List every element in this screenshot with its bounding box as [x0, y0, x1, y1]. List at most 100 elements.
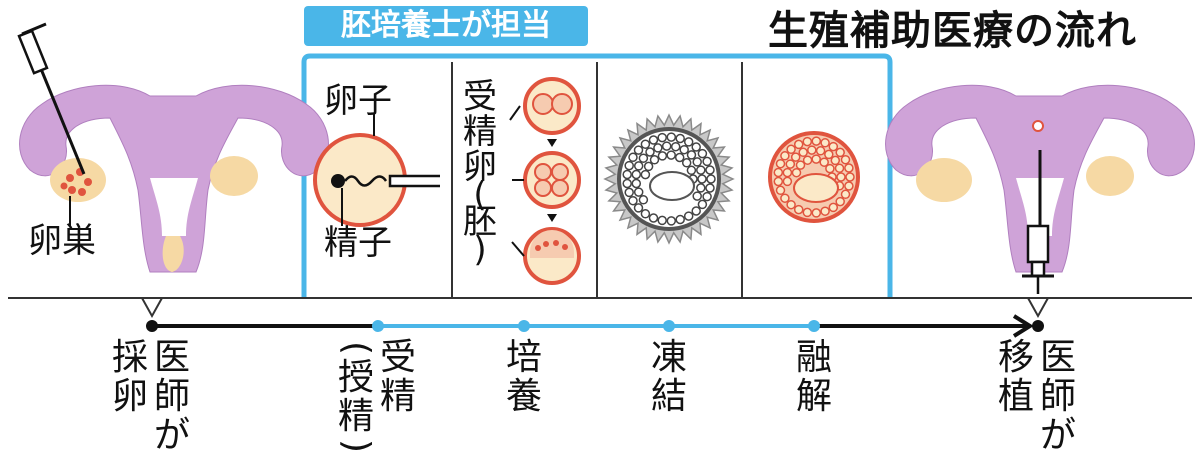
embryo-cell: [834, 163, 845, 173]
fertilized-egg-char: 精: [463, 112, 497, 152]
embryologist-badge: 胚培養士が担当: [304, 6, 588, 46]
step-label-top: 融解: [795, 337, 832, 417]
embryo-cell: [640, 169, 651, 180]
step-dot: [518, 320, 530, 332]
embryo-cell: [696, 165, 706, 175]
embryo-cell: [705, 183, 715, 193]
fertilized-egg-label: 受 精 卵 ( 胚 ): [460, 80, 500, 268]
embryo-cell: [705, 165, 715, 175]
embryo-cell: [811, 136, 822, 146]
step-label-bottom: (授精): [336, 340, 377, 454]
embryo-cell: [836, 172, 846, 182]
embryo-cell: [675, 214, 685, 225]
embryo-cell: [648, 213, 659, 223]
thawed-embryo-illustration: [768, 131, 860, 223]
embryo-cell: [633, 187, 644, 197]
embryo-cell: [773, 176, 784, 187]
embryo-cell: [840, 154, 851, 165]
embryo-cell: [835, 147, 845, 158]
embryo-cell: [657, 151, 668, 161]
embryo-cell: [782, 167, 793, 178]
frozen-embryo-illustration: [603, 113, 735, 245]
embryo-cell: [807, 145, 817, 155]
embryo-cell: [666, 150, 676, 160]
step-label-top: 医師が: [1039, 337, 1076, 456]
embryo-cell: [696, 183, 706, 193]
embryo-cell: [780, 151, 790, 161]
step-label-top: 医師が: [153, 337, 190, 456]
embryo-cell: [633, 161, 644, 171]
embryo-cell: [825, 163, 835, 174]
step-label-top: 受精: [379, 337, 416, 417]
embryo-cell: [706, 174, 716, 184]
tick: [1027, 297, 1049, 319]
embryo-cell: [691, 206, 701, 216]
embryo-cell: [697, 148, 708, 159]
fertilization-illustration: [313, 113, 440, 227]
step-dot: [663, 320, 675, 332]
embryo-cell: [686, 165, 697, 176]
embryo-cell: [645, 147, 655, 157]
step-label-bottom: 採卵: [111, 337, 148, 417]
embryo-cell: [675, 133, 685, 144]
embryo-cell: [633, 145, 644, 155]
embryo-cell: [828, 202, 839, 213]
embryo-cell: [631, 178, 642, 189]
step-dot: [808, 320, 820, 332]
uterus-right-illustration: [885, 84, 1195, 294]
timeline-arrowhead: [1012, 314, 1034, 338]
fertilized-egg-char: (: [473, 175, 487, 215]
fertilized-egg-char: 卵: [463, 147, 497, 187]
embryologist-frame: [301, 53, 893, 298]
embryo-cell: [819, 157, 829, 167]
embryo-cell: [670, 141, 681, 152]
embryo-cell: [622, 169, 632, 180]
embryo-cell: [811, 154, 821, 164]
embryo-cell: [702, 191, 712, 202]
embryo-cell: [661, 141, 672, 151]
embryo-cell: [631, 169, 642, 180]
embryo-cell: [773, 167, 784, 178]
embryo-cell: [782, 176, 793, 187]
embryo-cell: [666, 132, 677, 142]
embryo-cell: [786, 199, 796, 210]
embryo-cell: [657, 132, 667, 143]
embryo-cell: [775, 185, 786, 196]
ovary-label: 卵巣: [28, 221, 96, 261]
embryo-cell: [624, 160, 634, 171]
step-dot: [1032, 320, 1044, 332]
embryo-cell: [624, 187, 634, 198]
step-label-top: 凍結: [650, 337, 687, 417]
embryo-cell: [681, 158, 692, 168]
embryo-cell: [786, 144, 796, 155]
embryo-cell: [622, 178, 632, 189]
embryo-cell: [775, 158, 786, 169]
fertilized-egg-char: 胚: [463, 202, 497, 242]
sperm-label: 精子: [324, 223, 392, 263]
embryo-cell: [666, 216, 677, 226]
embryo-cell: [686, 150, 697, 160]
tick: [141, 297, 163, 319]
embryo-cell: [702, 156, 712, 167]
embryo-cell: [820, 206, 830, 216]
embryo-cell: [844, 181, 854, 191]
embryo-cell: [791, 167, 802, 178]
egg-label: 卵子: [324, 81, 392, 121]
embryo-cell: [692, 191, 702, 201]
step-dot: [372, 320, 384, 332]
embryo-cell: [638, 195, 649, 205]
embryo-cell: [845, 172, 855, 182]
embryo-cell: [649, 155, 660, 165]
embryo-cell: [802, 155, 813, 165]
embryo-cell: [697, 199, 708, 210]
embryo-cell: [844, 163, 854, 173]
diagram-title: 生殖補助医療の流れ: [768, 8, 1137, 54]
embryo-cell: [830, 155, 841, 166]
embryo-cell: [640, 209, 651, 219]
embryo-cell: [820, 138, 830, 148]
embryo-cell: [795, 160, 806, 170]
embryo-cell: [824, 149, 834, 160]
embryo-cell: [643, 161, 654, 172]
step-label-bottom: 移植: [997, 337, 1034, 417]
